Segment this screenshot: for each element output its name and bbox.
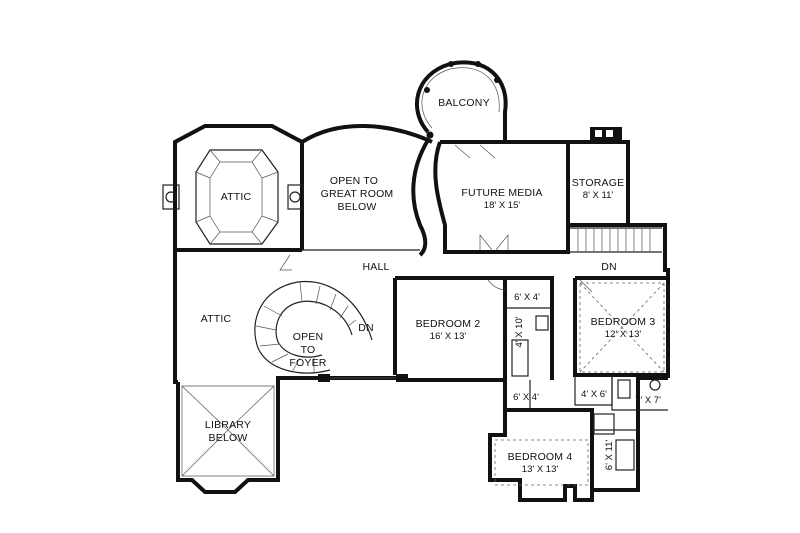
foyer-label-2: TO — [301, 344, 316, 356]
closet-4x6-label: 4' X 6' — [581, 389, 607, 400]
attic-left-label: ATTIC — [201, 313, 232, 325]
great-room-label-1: OPEN TO — [330, 175, 378, 187]
great-room-label-3: BELOW — [338, 201, 377, 213]
bedroom2-size: 16' X 13' — [430, 331, 467, 342]
bath-4x10-label: 4' X 10' — [514, 316, 525, 347]
bedroom3-size: 12' X 13' — [605, 329, 642, 340]
storage-size: 8' X 11' — [583, 190, 614, 201]
foyer-label-3: FOYER — [289, 357, 326, 369]
library-label-2: BELOW — [209, 432, 248, 444]
bath-6x11-label: 6' X 11' — [604, 440, 615, 471]
front-windows — [318, 374, 408, 382]
doors — [279, 144, 593, 293]
attic-ceiling-detail — [195, 149, 279, 245]
bath-fixtures — [511, 315, 661, 471]
exterior-walls — [173, 124, 670, 502]
foyer-label-1: OPEN — [293, 331, 324, 343]
chimney-blocks — [162, 127, 622, 210]
bedroom4-ceiling — [494, 439, 589, 486]
room-labels: BALCONY STORAGE 8' X 11' ATTIC OPEN TO G… — [201, 97, 661, 475]
future-media-label: FUTURE MEDIA — [461, 187, 542, 199]
interior-walls — [175, 138, 668, 490]
balcony-area — [414, 60, 508, 142]
attic-top-label: ATTIC — [221, 191, 252, 203]
straight-stair — [570, 227, 662, 253]
spiral-dn-label: DN — [358, 322, 374, 334]
closet-6x4-top-label: 6' X 4' — [514, 292, 540, 303]
stair-dn-label: DN — [601, 261, 617, 273]
bedroom4-size: 13' X 13' — [522, 464, 559, 475]
bedroom3-ceiling — [579, 282, 665, 373]
storage-label: STORAGE — [572, 177, 625, 189]
bedroom3-label: BEDROOM 3 — [591, 316, 656, 328]
hall-label: HALL — [362, 261, 389, 273]
bedroom2-label: BEDROOM 2 — [416, 318, 481, 330]
future-media-size: 18' X 15' — [484, 200, 521, 211]
bedroom4-label: BEDROOM 4 — [508, 451, 573, 463]
balcony-label: BALCONY — [438, 97, 490, 109]
closet-6x4-bottom-label: 6' X 4' — [513, 392, 539, 403]
great-room-label-2: GREAT ROOM — [321, 188, 394, 200]
spiral-staircase — [254, 280, 373, 374]
library-label-1: LIBRARY — [205, 419, 251, 431]
library-ceiling — [181, 385, 275, 477]
bath-7x7-label: 7' X 7' — [635, 395, 661, 406]
